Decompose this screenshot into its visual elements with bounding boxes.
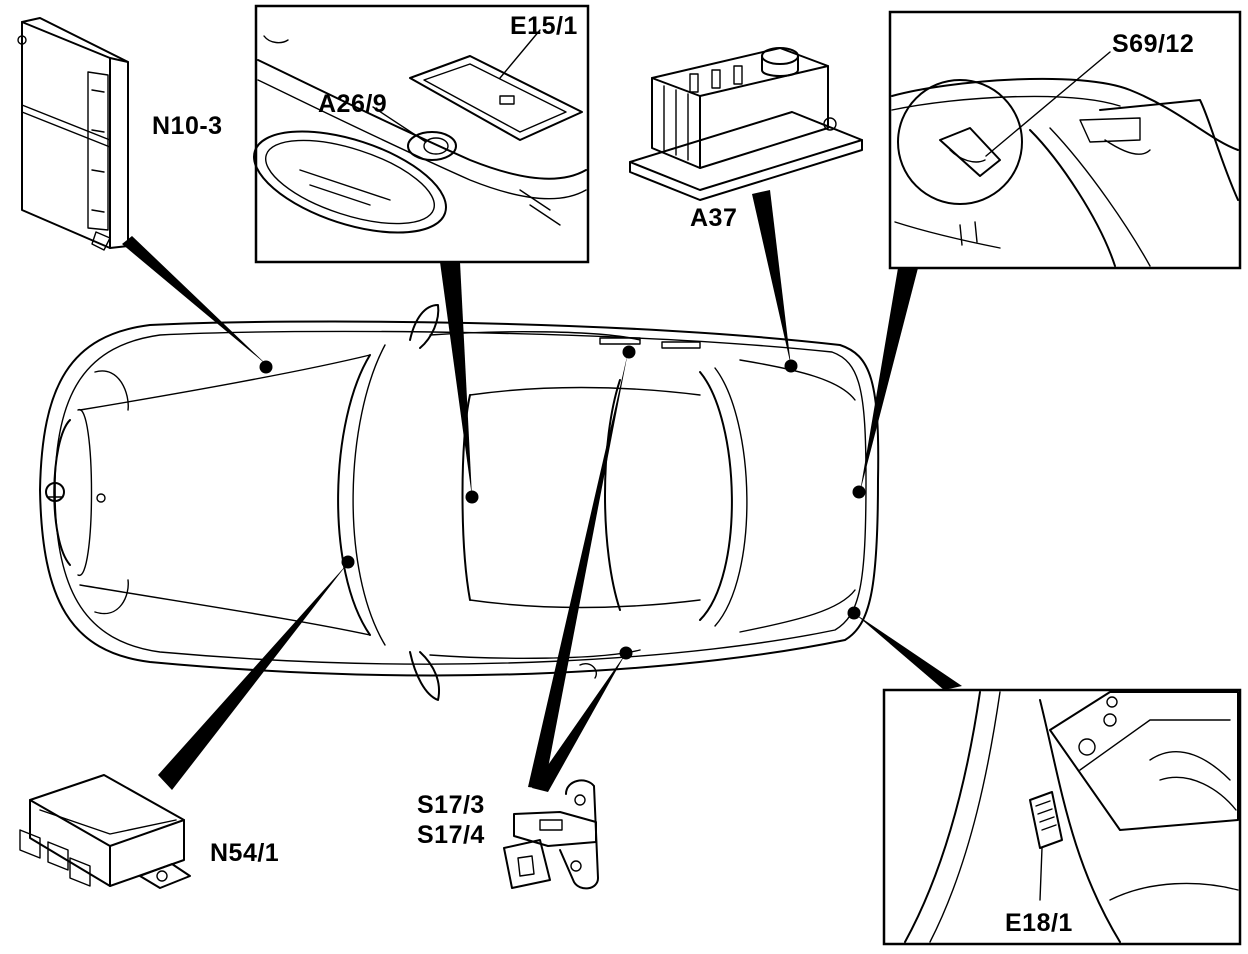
- n10-3-module-drawing: [17, 17, 129, 251]
- label-s69-12: S69/12: [1112, 30, 1195, 58]
- label-n54-1: N54/1: [210, 839, 280, 867]
- a37-module-drawing: [629, 47, 863, 201]
- dot-n54-1: [341, 555, 355, 569]
- label-e18-1: E18/1: [1005, 909, 1073, 937]
- label-s17-4: S17/4: [417, 821, 485, 849]
- label-n10-3: N10-3: [152, 112, 223, 140]
- dot-s17-3: [622, 345, 636, 359]
- s17-switch-drawing: [503, 779, 599, 890]
- label-s17-3: S17/3: [417, 791, 485, 819]
- leader-lines: [122, 190, 962, 792]
- dot-n10-3: [259, 360, 273, 374]
- dot-e18-1: [847, 606, 861, 620]
- e18-1-detail: [882, 688, 1242, 946]
- car-top-view: [39, 304, 880, 701]
- dot-s69-12: [852, 485, 866, 499]
- label-a26-9: A26/9: [318, 90, 388, 118]
- label-a37: A37: [690, 204, 738, 232]
- n54-1-module-drawing: [19, 774, 191, 889]
- dot-a26-9: [465, 490, 479, 504]
- marker-dots: [259, 345, 866, 660]
- s69-12-detail: [888, 10, 1242, 270]
- dot-s17-4: [619, 646, 633, 660]
- a26-9-e15-1-detail: [253, 4, 590, 264]
- dot-a37: [784, 359, 798, 373]
- label-e15-1: E15/1: [510, 12, 578, 40]
